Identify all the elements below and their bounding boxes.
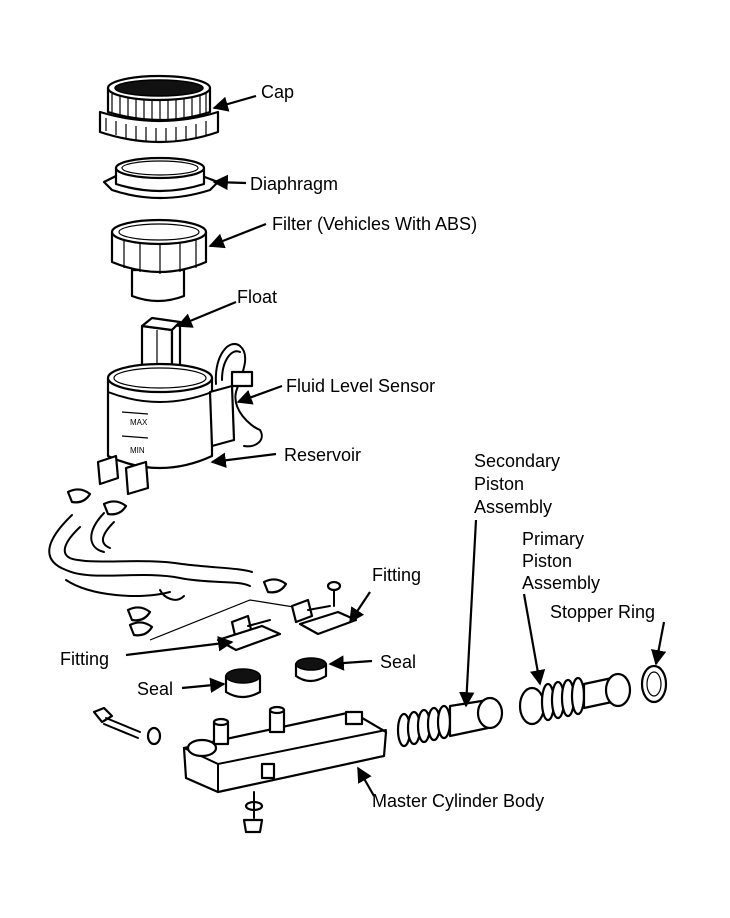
- secondary-piston-part: [396, 696, 504, 748]
- label-secondary-piston-line-3: Assembly: [474, 497, 552, 517]
- label-seal-right: Seal: [380, 652, 416, 672]
- hoses-part: [48, 488, 301, 641]
- label-diaphragm: Diaphragm: [250, 174, 338, 194]
- leader-arrows: [125, 94, 667, 797]
- label-cap: Cap: [261, 82, 294, 102]
- label-primary-piston-line-1: Primary: [522, 529, 584, 549]
- label-reservoir: Reservoir: [284, 445, 361, 465]
- reservoir-min-mark: MIN: [130, 446, 145, 455]
- float-part: [140, 316, 182, 376]
- label-fitting-left: Fitting: [60, 649, 109, 669]
- seal-right-part: [294, 657, 328, 683]
- label-seal-left: Seal: [137, 679, 173, 699]
- fitting-right-part: [290, 580, 358, 636]
- cap-part: [98, 74, 220, 144]
- filter-part: [110, 218, 208, 303]
- label-fluid-level-sensor: Fluid Level Sensor: [286, 376, 435, 396]
- fitting-left-part: [216, 614, 282, 652]
- reservoir-max-mark: MAX: [130, 418, 148, 427]
- reservoir-part: MAX MIN: [96, 362, 236, 496]
- label-filter: Filter (Vehicles With ABS): [272, 214, 477, 234]
- label-float: Float: [237, 287, 277, 307]
- fluid-level-sensor-part: [214, 343, 263, 448]
- label-primary-piston-line-3: Assembly: [522, 573, 600, 593]
- label-secondary-piston-line-2: Piston: [474, 474, 524, 494]
- stopper-ring-part: [640, 664, 668, 704]
- label-primary-piston-line-2: Piston: [522, 551, 572, 571]
- mounting-bolt-part: [92, 706, 162, 746]
- primary-piston-part: [518, 672, 632, 726]
- label-fitting-right: Fitting: [372, 565, 421, 585]
- seal-left-part: [224, 668, 262, 699]
- master-cylinder-body-part: [182, 705, 388, 834]
- label-stopper-ring: Stopper Ring: [550, 602, 655, 622]
- label-master-cylinder-body: Master Cylinder Body: [372, 791, 544, 811]
- label-secondary-piston-line-1: Secondary: [474, 451, 560, 471]
- diaphragm-part: [102, 156, 220, 200]
